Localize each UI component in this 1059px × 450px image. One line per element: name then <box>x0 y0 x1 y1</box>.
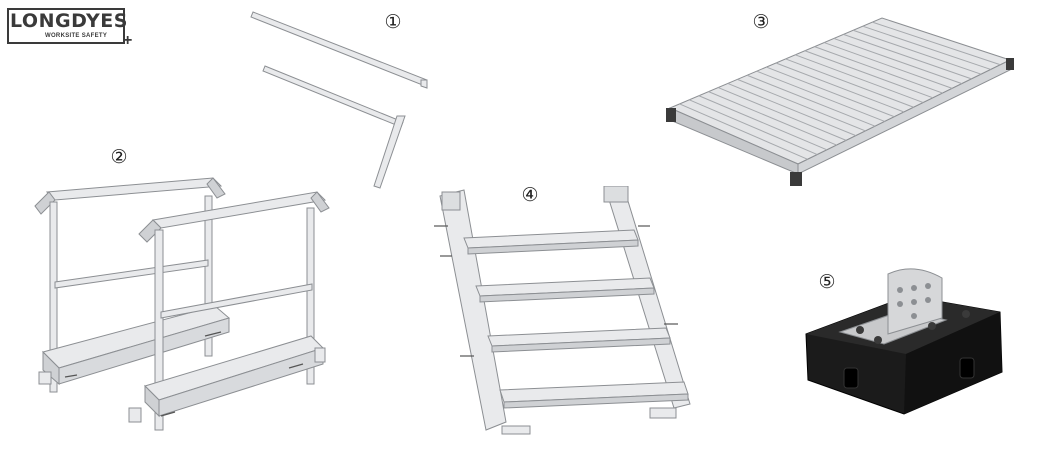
deck-slat <box>708 91 837 146</box>
deck-slats <box>679 21 1001 160</box>
deck-slat <box>785 58 914 108</box>
deck-slat <box>756 70 885 122</box>
deck-slat <box>737 78 866 132</box>
weighted-base-image <box>805 268 1003 415</box>
deck-slat <box>795 54 924 104</box>
deck-slat <box>766 66 895 118</box>
deck-slat <box>746 74 876 127</box>
deck-slat <box>727 82 857 137</box>
deck-platform-image <box>666 17 1014 186</box>
item-1-label: ① <box>384 11 402 33</box>
deck-slat <box>852 29 982 75</box>
item-2-label: ② <box>110 146 128 168</box>
deck-slat <box>862 25 991 70</box>
item-4-label: ④ <box>521 184 539 206</box>
handrail-assembly-image <box>34 177 330 431</box>
deck-slat <box>679 103 808 160</box>
deck-slat <box>804 50 934 99</box>
deck-slat <box>775 62 905 113</box>
brand-logo: LONGDYES WORKSITE SAFETY + <box>7 8 133 49</box>
logo-tagline: WORKSITE SAFETY <box>45 33 108 39</box>
deck-slat <box>872 21 1001 66</box>
deck-slat <box>833 37 962 85</box>
logo-frame <box>7 8 125 44</box>
deck-slat <box>843 33 972 80</box>
stair-unit-image <box>434 186 691 435</box>
logo-plus-icon: + <box>123 32 133 49</box>
deck-slat <box>824 42 953 89</box>
item-5-label: ⑤ <box>818 271 836 293</box>
deck-slat <box>698 95 828 151</box>
deck-slat <box>689 99 818 156</box>
item-3-label: ③ <box>752 11 770 33</box>
deck-slat <box>717 87 847 141</box>
deck-slat <box>814 46 943 94</box>
logo-wordmark: LONGDYES <box>10 10 128 32</box>
handrail-bracket-image <box>250 11 428 189</box>
